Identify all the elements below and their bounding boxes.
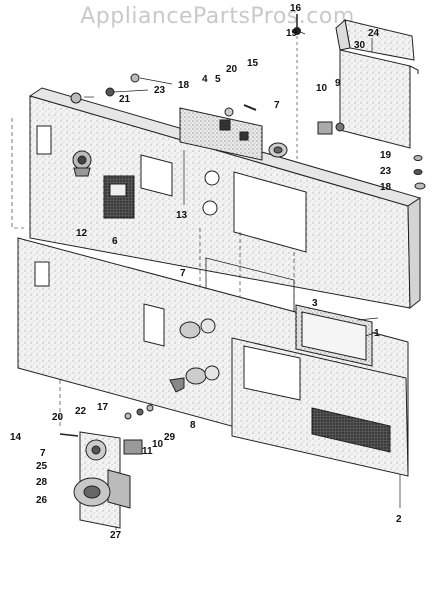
callout-15: 15: [247, 58, 259, 69]
callout-24: 24: [368, 28, 380, 39]
callout-18b: 18: [380, 182, 392, 193]
callout-10: 10: [316, 83, 328, 94]
callout-22: 22: [75, 406, 87, 417]
callout-20b: 20: [52, 412, 64, 423]
knob-upper: [72, 150, 92, 177]
callout-4: 4: [202, 74, 208, 85]
callout-16: 16: [290, 3, 302, 14]
callout-23b: 23: [380, 166, 392, 177]
callout-29: 29: [164, 432, 176, 443]
frame-3: [295, 304, 373, 367]
hardware-bottom: [124, 404, 154, 420]
watermark: AppliancePartsPros.com: [80, 4, 355, 29]
leader-lines: [84, 30, 401, 530]
display-module-6: [103, 175, 135, 219]
callout-17: 17: [97, 402, 109, 413]
callout-12: 12: [76, 228, 88, 239]
callout-28: 28: [36, 477, 48, 488]
hardware-right: [413, 155, 426, 190]
callout-25: 25: [36, 461, 48, 472]
callout-18: 18: [178, 80, 190, 91]
callout-21: 21: [119, 94, 131, 105]
callout-20: 20: [226, 64, 238, 75]
switch-8: [169, 318, 220, 393]
callout-8: 8: [190, 420, 196, 431]
callout-19b: 19: [380, 150, 392, 161]
callout-labels: 16 19 24 30 15 20 4 5 18 23 21 9 10 7 19…: [10, 3, 402, 541]
screw-15: [224, 104, 257, 117]
valve-assembly: [59, 431, 143, 529]
hardware-left-top: [70, 73, 140, 104]
bracket-24: [335, 19, 419, 149]
callout-1: 1: [374, 328, 380, 339]
callout-7b: 7: [180, 268, 186, 279]
overlay-1: [231, 337, 409, 477]
screw-16: [293, 14, 301, 168]
callout-14: 14: [10, 432, 22, 443]
callout-3: 3: [312, 298, 318, 309]
callout-30: 30: [354, 40, 366, 51]
clip-10: [317, 121, 345, 135]
callout-7c: 7: [40, 448, 46, 459]
callout-7: 7: [274, 100, 280, 111]
callout-11: 11: [142, 446, 153, 457]
callout-19: 19: [286, 28, 298, 39]
callout-13: 13: [176, 210, 188, 221]
callout-26: 26: [36, 495, 48, 506]
callout-23: 23: [154, 85, 166, 96]
callout-5: 5: [215, 74, 221, 85]
circuit-board-4: [179, 107, 263, 161]
callout-2: 2: [396, 514, 402, 525]
callout-27: 27: [110, 530, 122, 541]
callout-10b: 10: [152, 439, 164, 450]
lamp-7: [268, 142, 288, 158]
callout-6: 6: [112, 236, 118, 247]
callout-9: 9: [335, 78, 341, 89]
